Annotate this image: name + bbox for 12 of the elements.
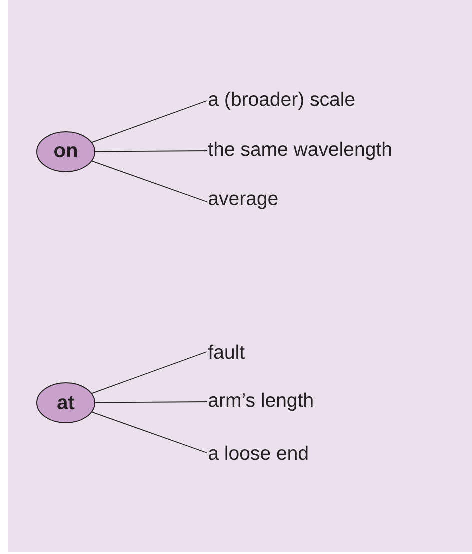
phrase-text: fault [208, 344, 245, 360]
connector-line [92, 412, 208, 454]
connector-line [92, 352, 208, 394]
connector-line [92, 100, 208, 143]
phrase-text: arm’s length [209, 392, 313, 412]
phrase-text: a loose end [209, 446, 308, 460]
phrase-text: the same wavelength [208, 142, 392, 160]
connector-line [95, 150, 208, 152]
phrase-text: a (broader) scale [209, 92, 355, 110]
connector-line [92, 160, 208, 202]
connector-line [95, 402, 208, 404]
phrase-text: average [209, 194, 278, 210]
